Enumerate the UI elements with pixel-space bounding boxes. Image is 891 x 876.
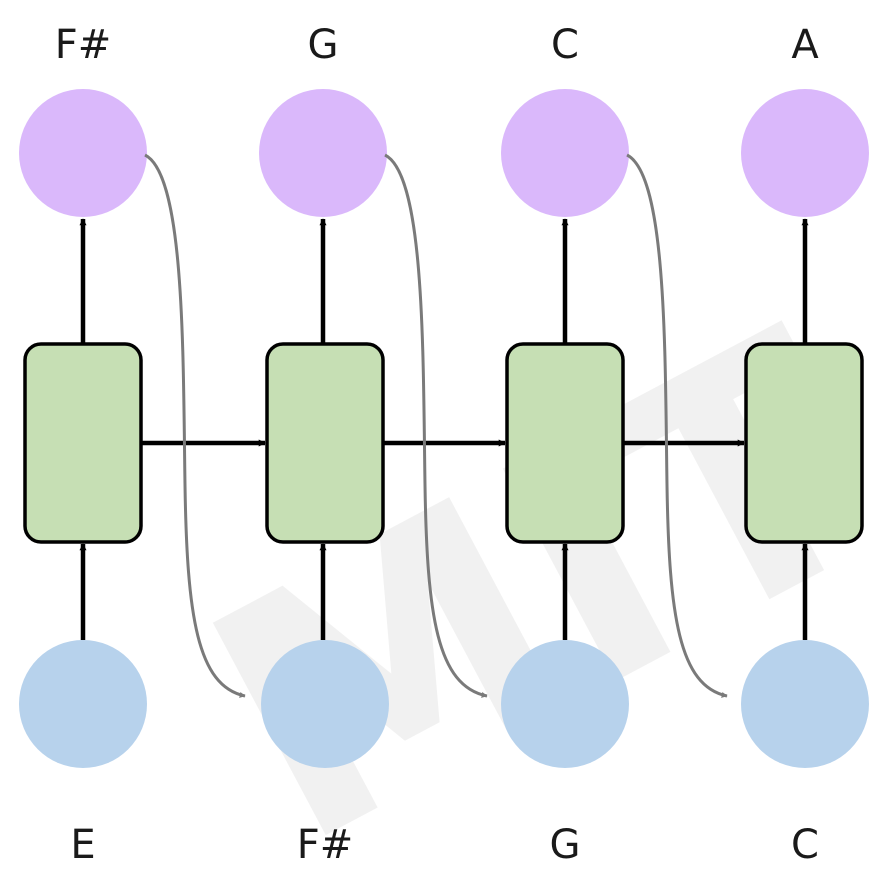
feedback-arrows	[144, 153, 728, 698]
input-node-3	[501, 640, 629, 768]
output-note-label-2: G	[308, 22, 339, 68]
output-note-label-3: C	[551, 22, 579, 68]
output-node-4	[741, 89, 869, 217]
input-nodes	[19, 640, 869, 768]
feedback-arrow-3	[626, 153, 728, 698]
rnn-cell-1	[23, 342, 143, 544]
rnn-cells	[23, 342, 864, 544]
input-note-label-2: F#	[297, 822, 354, 868]
output-nodes	[19, 89, 869, 217]
rnn-cell-2	[265, 342, 385, 544]
output-note-label-1: F#	[55, 22, 112, 68]
output-node-2	[259, 89, 387, 217]
input-note-label-3: G	[550, 822, 581, 868]
vertical-arrows	[79, 218, 809, 640]
input-node-4	[741, 640, 869, 768]
input-note-label-4: C	[791, 822, 819, 868]
note-labels: F# G C A E F# G C	[55, 22, 820, 868]
input-node-1	[19, 640, 147, 768]
input-note-label-1: E	[70, 822, 95, 868]
output-note-label-4: A	[791, 22, 819, 68]
output-node-3	[501, 89, 629, 217]
input-node-2	[261, 640, 389, 768]
rnn-cell-3	[505, 342, 625, 544]
output-node-1	[19, 89, 147, 217]
feedback-arrow-1	[144, 153, 246, 698]
feedback-arrow-2	[384, 153, 488, 698]
rnn-cell-4	[744, 342, 864, 544]
